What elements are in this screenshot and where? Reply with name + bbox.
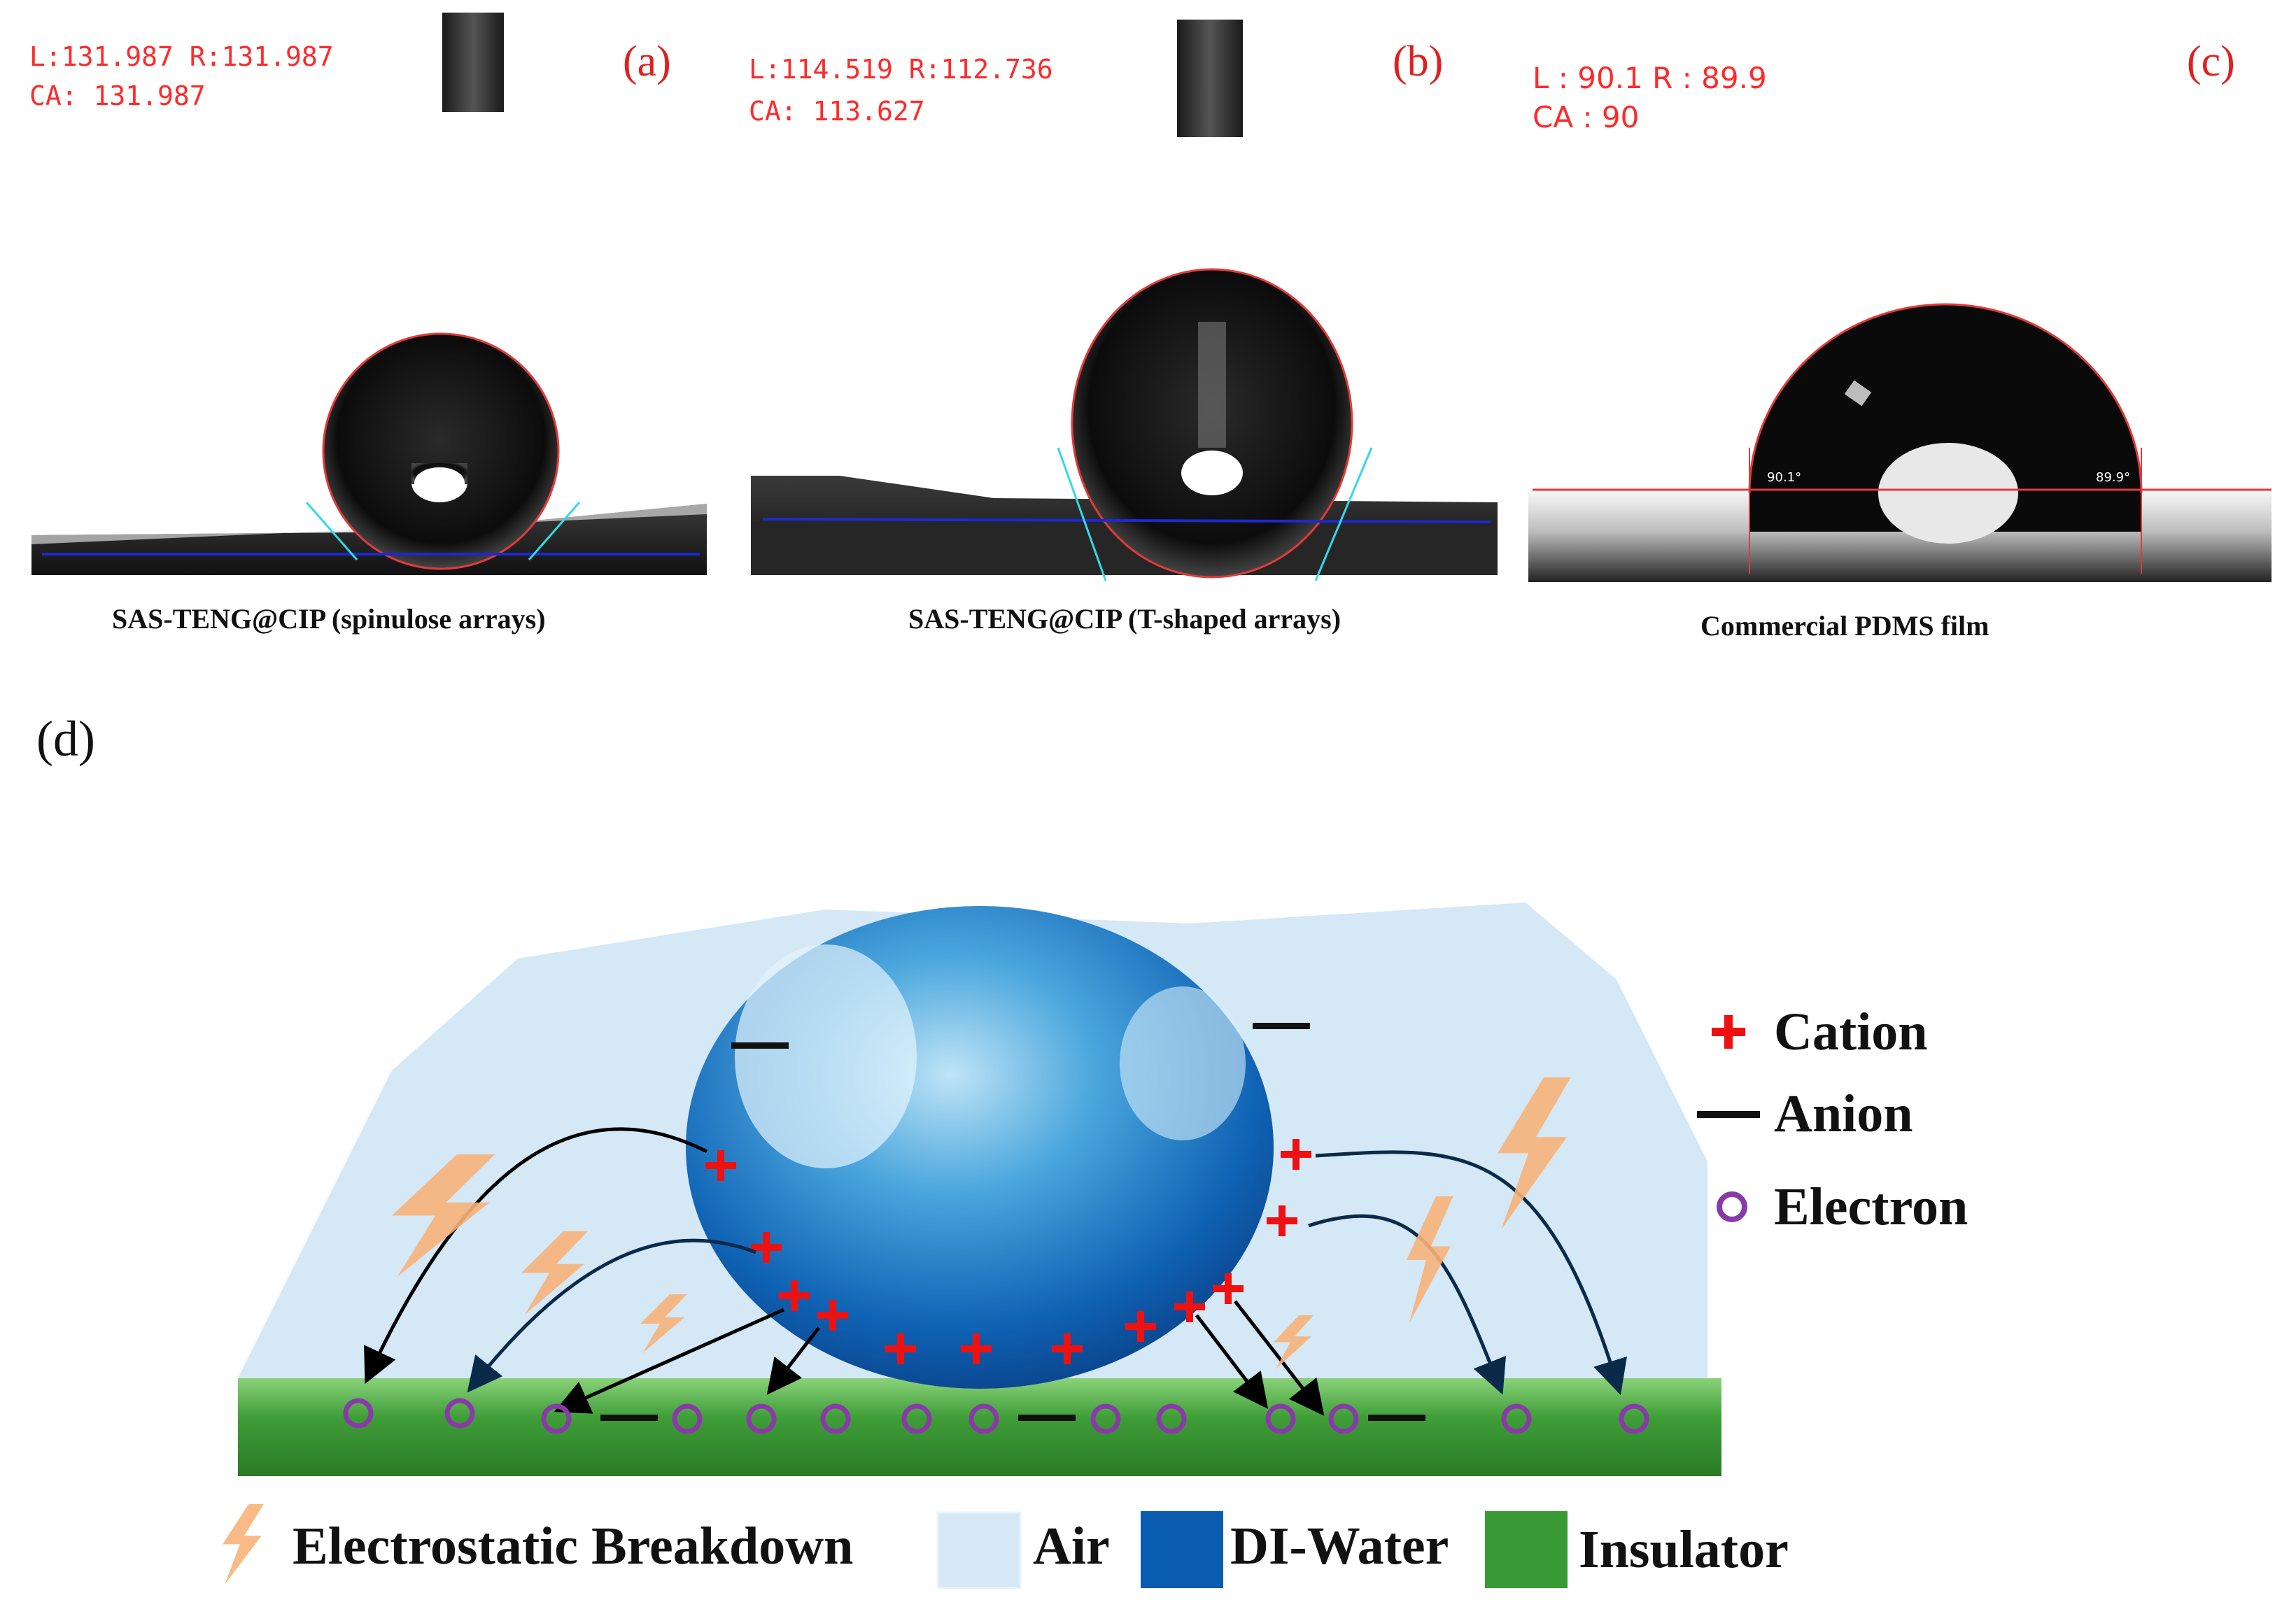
panel-c-meas-line1: L : 90.1 R : 89.9 [1533, 61, 1767, 95]
panel-c-caption: Commercial PDMS film [1700, 610, 1989, 642]
panel-d-tag: (d) [36, 711, 95, 767]
panel-c: L : 90.1 R : 89.9 CA : 90 (c) 90.1° 89.9… [1528, 38, 2272, 642]
bottom-legend: Electrostatic Breakdown Air DI-Water Ins… [223, 1504, 1789, 1590]
legend: Cation Anion Electron [1697, 1003, 1968, 1236]
panel-a-droplet [323, 334, 558, 569]
anion-mark [731, 1042, 789, 1049]
lightning-icon [223, 1504, 264, 1585]
panel-a-tangent-left [305, 502, 358, 560]
legend-air: Air [1033, 1517, 1110, 1576]
panel-b: L:114.519 R:112.736 CA: 113.627 (b) SAS-… [749, 20, 1498, 635]
minus-icon [1697, 1111, 1760, 1118]
panel-b-meas-line2: CA: 113.627 [749, 96, 925, 127]
legend-water: DI-Water [1230, 1517, 1449, 1576]
panel-a-caption: SAS-TENG@CIP (spinulose arrays) [112, 603, 546, 635]
legend-cation: Cation [1774, 1003, 1928, 1061]
panel-a-meas-line2: CA: 131.987 [29, 80, 206, 111]
panel-a-needle [442, 13, 504, 112]
anion-mark [1253, 1023, 1310, 1029]
panel-c-droplet [1749, 304, 2141, 532]
panel-a-meas-line1: L:131.987 R:131.987 [29, 41, 334, 72]
legend-anion: Anion [1774, 1084, 1913, 1143]
legend-insulator: Insulator [1579, 1520, 1789, 1579]
plus-icon [1712, 1015, 1745, 1049]
panel-b-baseline [762, 518, 1491, 523]
water-swatch [1141, 1511, 1223, 1588]
panel-b-tag: (b) [1393, 38, 1443, 85]
electron-group [343, 1398, 1649, 1434]
panel-b-meas-line1: L:114.519 R:112.736 [749, 54, 1053, 85]
panel-c-left-angle: 90.1° [1767, 470, 1801, 485]
panel-d-diagram [238, 902, 1721, 1476]
charge-transfer-arrows [364, 1127, 1627, 1416]
insulator-swatch [1485, 1511, 1568, 1588]
panel-b-tangent-right [1314, 447, 1373, 581]
panel-b-caption: SAS-TENG@CIP (T-shaped arrays) [908, 603, 1341, 635]
circle-icon [1717, 1191, 1747, 1222]
panel-b-tangent-left [1057, 447, 1107, 581]
panel-b-needle [1177, 20, 1243, 137]
cation-group [705, 1139, 1311, 1364]
panel-a-tangent-right [528, 502, 581, 560]
legend-breakdown: Electrostatic Breakdown [293, 1517, 853, 1576]
panel-c-meas-line2: CA : 90 [1533, 100, 1639, 134]
panel-c-reflection [1878, 443, 2018, 544]
panel-b-reflection [1181, 451, 1243, 495]
air-swatch [936, 1511, 1022, 1590]
panel-a-tag: (a) [623, 38, 671, 85]
anion-insulator-group [600, 1415, 1425, 1421]
panel-c-right-angle: 89.9° [2096, 470, 2130, 485]
legend-electron: Electron [1774, 1177, 1968, 1236]
panel-c-tag: (c) [2187, 38, 2235, 85]
panel-a: L:131.987 R:131.987 CA: 131.987 (a) SAS-… [29, 13, 707, 635]
